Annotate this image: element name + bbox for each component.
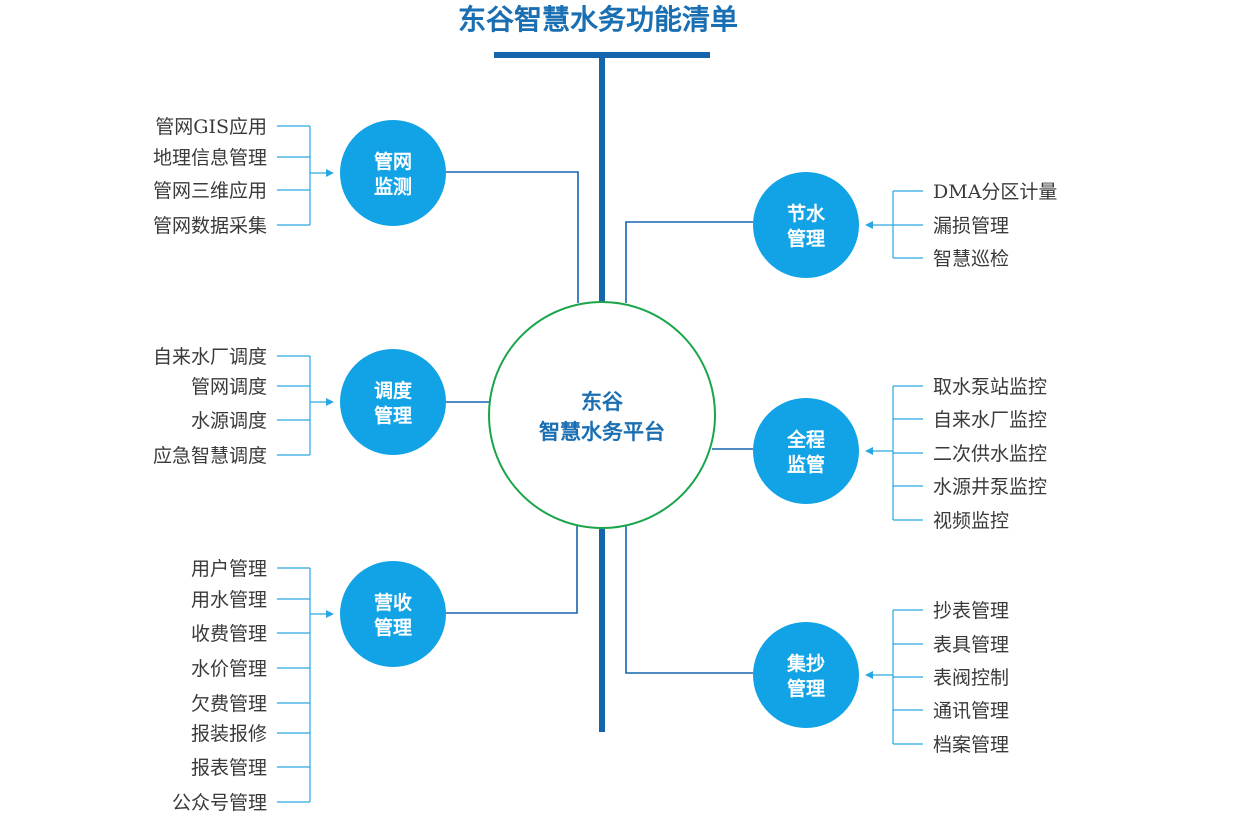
- module-circle: [753, 172, 859, 278]
- diagram-title: 东谷智慧水务功能清单: [458, 3, 738, 36]
- arrow-head-icon: [865, 221, 873, 229]
- module-title-line2: 管理: [374, 616, 412, 639]
- function-item: 抄表管理: [933, 600, 1009, 622]
- connector-revenue: [446, 526, 578, 614]
- connector-lines: [446, 171, 753, 674]
- function-item: 水源井泵监控: [933, 476, 1047, 498]
- module-circle: [340, 349, 446, 455]
- center-circle: [488, 301, 716, 529]
- function-item: 自来水厂监控: [933, 409, 1047, 431]
- arrow-head-icon: [865, 447, 873, 455]
- function-item: 智慧巡检: [933, 248, 1009, 270]
- connector-water-saving: [625, 221, 753, 303]
- function-item: 地理信息管理: [153, 147, 267, 169]
- module-title-line2: 监测: [374, 175, 412, 198]
- function-item: 公众号管理: [172, 792, 267, 814]
- function-item: 用水管理: [191, 589, 267, 611]
- function-item: 通讯管理: [933, 700, 1009, 722]
- function-item: 用户管理: [191, 558, 267, 580]
- arrow-head-icon: [326, 610, 334, 618]
- module-title-line1: 集抄: [786, 652, 825, 675]
- function-item: 水源调度: [191, 410, 267, 432]
- function-item: 管网数据采集: [153, 215, 267, 237]
- function-item: 收费管理: [191, 623, 267, 645]
- function-item: 表阀控制: [933, 667, 1009, 689]
- center-title-line1: 东谷: [581, 390, 624, 414]
- module-circle: [753, 398, 859, 504]
- arrow-head-icon: [326, 398, 334, 406]
- module-title-line2: 管理: [787, 677, 825, 700]
- function-item: DMA分区计量: [933, 181, 1057, 203]
- function-item: 表具管理: [933, 634, 1009, 656]
- center-title-line2: 智慧水务平台: [539, 420, 665, 444]
- function-item: 管网GIS应用: [155, 116, 267, 138]
- function-item: 水价管理: [191, 658, 267, 680]
- function-item: 漏损管理: [933, 215, 1009, 237]
- connector-pipe-monitor: [446, 171, 579, 303]
- module-title-line2: 监管: [787, 453, 825, 476]
- function-item: 二次供水监控: [933, 443, 1047, 465]
- module-title-line1: 调度: [374, 379, 413, 402]
- arrow-head-icon: [326, 169, 334, 177]
- function-item: 取水泵站监控: [933, 376, 1047, 398]
- function-item: 报装报修: [191, 723, 267, 745]
- module-title-line1: 管网: [374, 150, 412, 173]
- connector-meter-reading: [625, 526, 753, 674]
- module-circle: [753, 622, 859, 728]
- module-title-line1: 营收: [374, 591, 412, 614]
- center-platform-node: 东谷 智慧水务平台: [488, 301, 716, 529]
- function-item: 档案管理: [933, 734, 1009, 756]
- module-title-line1: 节水: [787, 203, 826, 225]
- function-item: 管网调度: [191, 376, 267, 398]
- module-title-line1: 全程: [786, 428, 825, 451]
- function-item: 欠费管理: [191, 693, 267, 715]
- function-item: 管网三维应用: [153, 180, 267, 202]
- function-item: 视频监控: [933, 510, 1009, 532]
- function-item: 应急智慧调度: [153, 445, 267, 467]
- function-item: 报表管理: [191, 757, 267, 779]
- function-item: 自来水厂调度: [153, 346, 267, 368]
- module-circle: [340, 561, 446, 667]
- arrow-head-icon: [865, 671, 873, 679]
- module-title-line2: 管理: [374, 404, 412, 427]
- module-circle: [340, 120, 446, 226]
- module-title-line2: 管理: [787, 227, 825, 250]
